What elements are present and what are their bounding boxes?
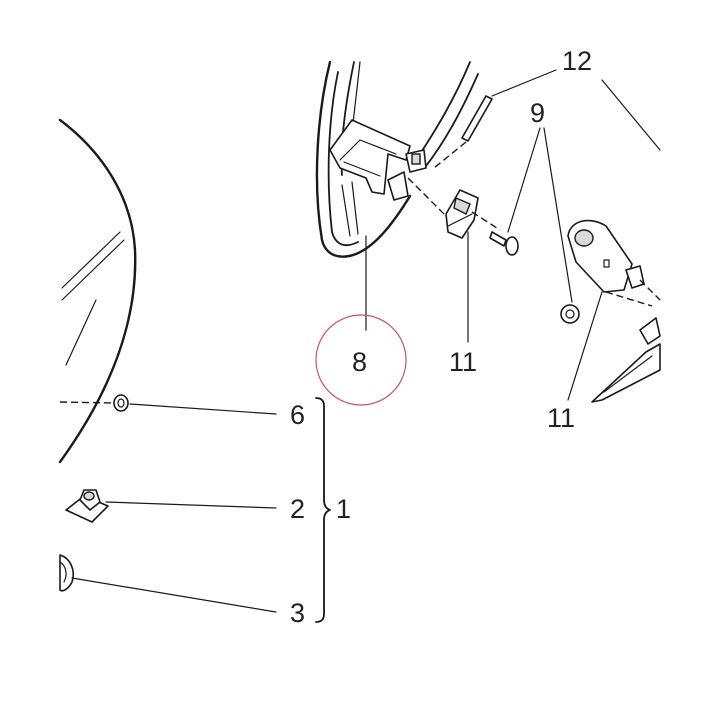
callout-9: 9 [530, 98, 545, 128]
pin-part-12 [433, 69, 661, 169]
clip-part-11-left [407, 177, 501, 343]
callout-11-right: 11 [547, 403, 575, 433]
housing-body [58, 118, 137, 464]
clip-nut-part-2 [65, 489, 109, 523]
grommet-part-3 [59, 554, 75, 592]
callout-2: 2 [290, 494, 305, 524]
callout-3: 3 [290, 598, 305, 628]
callout-6: 6 [290, 400, 305, 430]
frame-part-8 [315, 60, 479, 258]
callout-12: 12 [562, 46, 592, 76]
highlight-circle [315, 314, 407, 406]
clip-part-11-right [567, 219, 661, 403]
leaders-left [71, 403, 277, 613]
leaders-9 [507, 127, 573, 303]
callout-1: 1 [336, 494, 351, 524]
callout-11-left: 11 [449, 347, 477, 377]
group-bracket [315, 397, 331, 623]
screw-part-9-a [489, 231, 519, 256]
screw-part-9-b [560, 304, 580, 324]
callout-8: 8 [352, 347, 367, 377]
washer-part-6 [59, 394, 129, 412]
